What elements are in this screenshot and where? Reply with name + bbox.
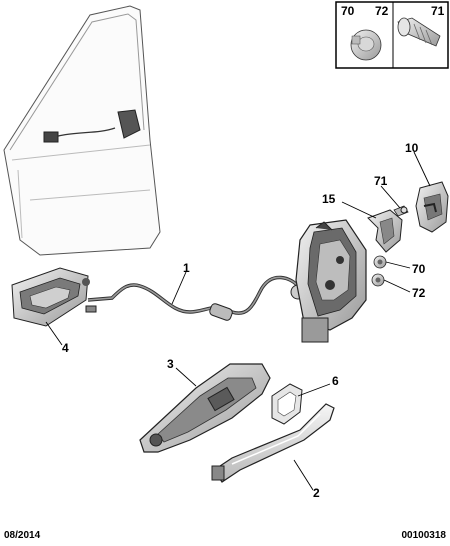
screw-icon <box>397 17 441 47</box>
callout-72: 72 <box>412 286 426 300</box>
cable-part-1 <box>85 275 306 321</box>
rivet-70 <box>373 255 387 269</box>
callout-4: 4 <box>62 341 69 355</box>
leader-lines <box>45 151 431 491</box>
handle-frame-part-3 <box>139 363 271 453</box>
striker-part-10 <box>415 181 449 233</box>
inset-label-72: 72 <box>375 4 389 18</box>
inner-handle-part-4 <box>11 267 90 327</box>
footer-reference: 00100318 <box>401 530 447 541</box>
callout-71: 71 <box>374 174 388 188</box>
callout-15: 15 <box>322 192 336 206</box>
inset-label-70: 70 <box>341 4 355 18</box>
callout-70: 70 <box>412 262 426 276</box>
gasket-part-6 <box>271 383 303 425</box>
callout-10: 10 <box>405 141 419 155</box>
fastener-inset: 70 72 71 <box>335 1 449 69</box>
inset-label-71: 71 <box>431 4 445 18</box>
callout-6: 6 <box>332 374 339 388</box>
rivet-72 <box>371 273 385 287</box>
callout-3: 3 <box>167 357 174 371</box>
door-outline <box>3 5 161 256</box>
rivet-icon <box>350 29 382 61</box>
bracket-part-15 <box>367 209 403 253</box>
callout-1: 1 <box>183 261 190 275</box>
callout-2: 2 <box>313 486 320 500</box>
exterior-handle-part-2 <box>211 403 335 483</box>
screw-71 <box>393 205 409 217</box>
lock-mechanism <box>295 219 367 343</box>
footer-date: 08/2014 <box>4 530 41 541</box>
